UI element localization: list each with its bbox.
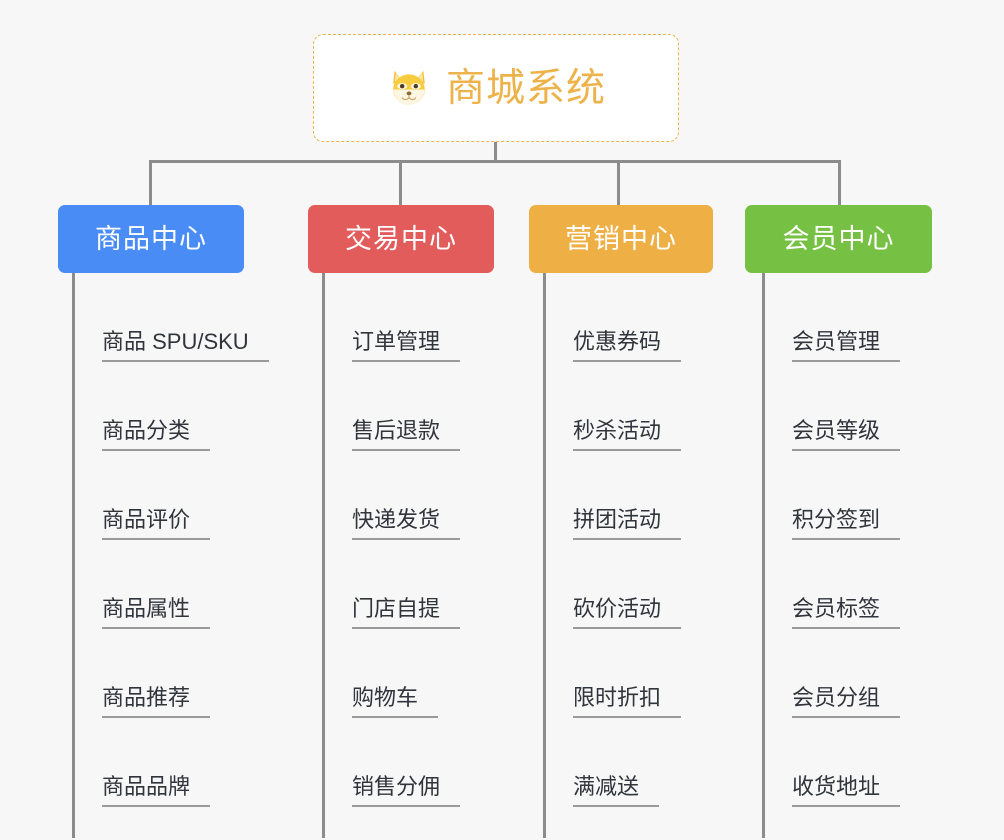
leaf-label: 商品属性: [102, 598, 211, 629]
list-item[interactable]: 满减送: [543, 718, 681, 807]
category-label-4: 会员中心: [782, 223, 895, 254]
category-label-1: 商品中心: [95, 223, 207, 254]
list-item[interactable]: 售后退款: [322, 362, 461, 451]
list-item[interactable]: 收货地址: [762, 718, 901, 807]
leaf-label: 会员等级: [792, 420, 901, 451]
leaf-label: 购物车: [352, 687, 439, 718]
leaf-list-1: 商品 SPU/SKU 商品分类 商品评价 商品属性 商品推荐 商品品牌: [72, 273, 269, 807]
category-label-3: 营销中心: [565, 223, 677, 254]
leaf-label: 拼团活动: [573, 509, 682, 540]
connector-drop-1: [149, 160, 152, 206]
category-box-3[interactable]: 营销中心: [529, 205, 713, 273]
list-item[interactable]: 商品分类: [72, 362, 269, 451]
leaf-label: 快递发货: [352, 509, 461, 540]
branch-spine-1: [72, 273, 75, 838]
leaf-list-4: 会员管理 会员等级 积分签到 会员标签 会员分组 收货地址: [762, 273, 901, 807]
leaf-label: 会员分组: [792, 687, 901, 718]
category-label-2: 交易中心: [345, 223, 457, 254]
leaf-label: 订单管理: [352, 331, 461, 362]
list-item[interactable]: 商品推荐: [72, 629, 269, 718]
branch-spine-2: [322, 273, 325, 838]
list-item[interactable]: 限时折扣: [543, 629, 682, 718]
leaf-label: 限时折扣: [573, 687, 682, 718]
leaf-label: 商品评价: [102, 509, 211, 540]
list-item[interactable]: 会员等级: [762, 362, 901, 451]
leaf-label: 售后退款: [352, 420, 461, 451]
list-item[interactable]: 商品属性: [72, 540, 269, 629]
leaf-label: 优惠券码: [573, 331, 682, 362]
list-item[interactable]: 销售分佣: [322, 718, 461, 807]
list-item[interactable]: 商品 SPU/SKU: [72, 273, 269, 362]
leaf-label: 销售分佣: [352, 776, 461, 807]
list-item[interactable]: 商品品牌: [72, 718, 269, 807]
connector-root-stem: [494, 142, 497, 162]
list-item[interactable]: 快递发货: [322, 451, 461, 540]
leaf-list-3: 优惠券码 秒杀活动 拼团活动 砍价活动 限时折扣 满减送: [543, 273, 682, 807]
leaf-label: 商品分类: [102, 420, 211, 451]
category-box-2[interactable]: 交易中心: [308, 205, 494, 273]
list-item[interactable]: 砍价活动: [543, 540, 682, 629]
list-item[interactable]: 优惠券码: [543, 273, 682, 362]
root-title: 商城系统: [445, 66, 606, 110]
category-box-4[interactable]: 会员中心: [745, 205, 932, 273]
list-item[interactable]: 秒杀活动: [543, 362, 682, 451]
leaf-list-2: 订单管理 售后退款 快递发货 门店自提 购物车 销售分佣: [322, 273, 461, 807]
leaf-label: 积分签到: [792, 509, 901, 540]
leaf-label: 会员标签: [792, 598, 901, 629]
connector-drop-2: [399, 160, 402, 206]
leaf-label: 门店自提: [352, 598, 461, 629]
leaf-label: 商品 SPU/SKU: [102, 331, 269, 362]
branch-spine-4: [762, 273, 765, 838]
list-item[interactable]: 会员分组: [762, 629, 901, 718]
list-item[interactable]: 购物车: [322, 629, 460, 718]
list-item[interactable]: 积分签到: [762, 451, 901, 540]
leaf-label: 满减送: [573, 776, 660, 807]
connector-drop-4: [838, 160, 841, 206]
list-item[interactable]: 会员标签: [762, 540, 901, 629]
shiba-dog-face-icon: [393, 70, 425, 105]
leaf-label: 商品品牌: [102, 776, 211, 807]
root-node[interactable]: 商城系统: [313, 34, 679, 142]
leaf-label: 收货地址: [792, 776, 901, 807]
branch-spine-3: [543, 273, 546, 838]
leaf-label: 会员管理: [792, 331, 901, 362]
leaf-label: 砍价活动: [573, 598, 682, 629]
list-item[interactable]: 商品评价: [72, 451, 269, 540]
category-box-1[interactable]: 商品中心: [58, 205, 244, 273]
list-item[interactable]: 订单管理: [322, 273, 461, 362]
leaf-label: 商品推荐: [102, 687, 211, 718]
connector-drop-3: [617, 160, 620, 206]
leaf-label: 秒杀活动: [573, 420, 682, 451]
list-item[interactable]: 拼团活动: [543, 451, 682, 540]
list-item[interactable]: 门店自提: [322, 540, 461, 629]
connector-bus: [149, 160, 840, 163]
list-item[interactable]: 会员管理: [762, 273, 901, 362]
